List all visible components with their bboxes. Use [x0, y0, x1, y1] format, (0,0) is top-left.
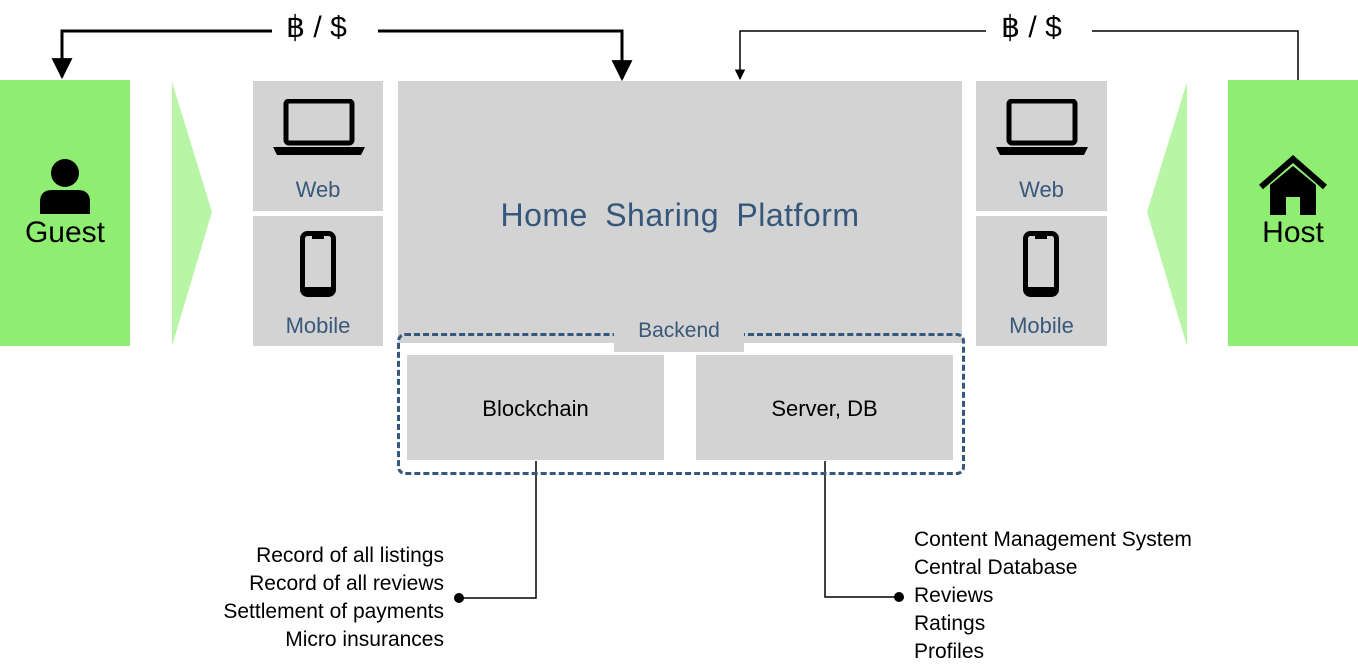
list-item: Profiles [914, 640, 985, 663]
list-item: Reviews [914, 584, 994, 607]
list-item: Central Database [914, 556, 1078, 579]
server-leader-line [824, 461, 899, 598]
list-item: Record of all reviews [249, 572, 444, 595]
server-db-box: Server, DB [696, 355, 953, 460]
platform-box: Home Sharing Platform [398, 81, 962, 343]
left-web-box: Web [253, 81, 383, 211]
payment-label-right: ฿ / $ [1001, 11, 1062, 44]
user-icon [40, 159, 90, 214]
guest-label: Guest [24, 216, 106, 249]
blockchain-leader-line [459, 461, 537, 599]
laptop-icon [996, 99, 1088, 155]
guest-flow-chevron [172, 82, 212, 346]
server-feature-list: Content Management System Central Databa… [914, 526, 1192, 666]
right-web-box: Web [976, 81, 1107, 211]
list-item: Ratings [914, 612, 986, 635]
laptop-icon [273, 99, 365, 155]
left-web-label: Web [295, 177, 341, 202]
smartphone-icon [300, 231, 336, 297]
blockchain-label: Blockchain [482, 396, 589, 421]
server-db-label: Server, DB [771, 396, 878, 421]
list-item: Record of all listings [256, 544, 444, 567]
guest-box: Guest [0, 80, 130, 346]
backend-label: Backend [614, 314, 744, 352]
host-flow-chevron [1147, 82, 1187, 346]
platform-title: Home Sharing Platform [500, 197, 860, 233]
right-mobile-label: Mobile [1009, 313, 1074, 338]
server-leader-dot [894, 592, 904, 602]
payment-line-from-host [1092, 30, 1299, 80]
right-mobile-box: Mobile [976, 216, 1107, 346]
left-mobile-label: Mobile [285, 313, 351, 338]
host-box: Host [1228, 80, 1358, 346]
host-label: Host [1262, 216, 1324, 249]
payment-arrow-to-platform-right [734, 30, 986, 81]
blockchain-feature-list: Record of all listings Record of all rev… [223, 542, 444, 654]
smartphone-icon [1023, 231, 1059, 297]
blockchain-leader-dot [454, 593, 464, 603]
house-icon [1259, 155, 1327, 215]
payment-arrow-to-platform-left [378, 29, 633, 82]
payment-arrow-to-guest [51, 29, 272, 80]
payment-label-left: ฿ / $ [286, 11, 347, 44]
list-item: Content Management System [914, 528, 1192, 551]
list-item: Settlement of payments [223, 600, 444, 623]
left-mobile-box: Mobile [253, 216, 383, 346]
list-item: Micro insurances [285, 628, 444, 651]
blockchain-box: Blockchain [407, 355, 664, 460]
right-web-label: Web [1019, 177, 1064, 202]
